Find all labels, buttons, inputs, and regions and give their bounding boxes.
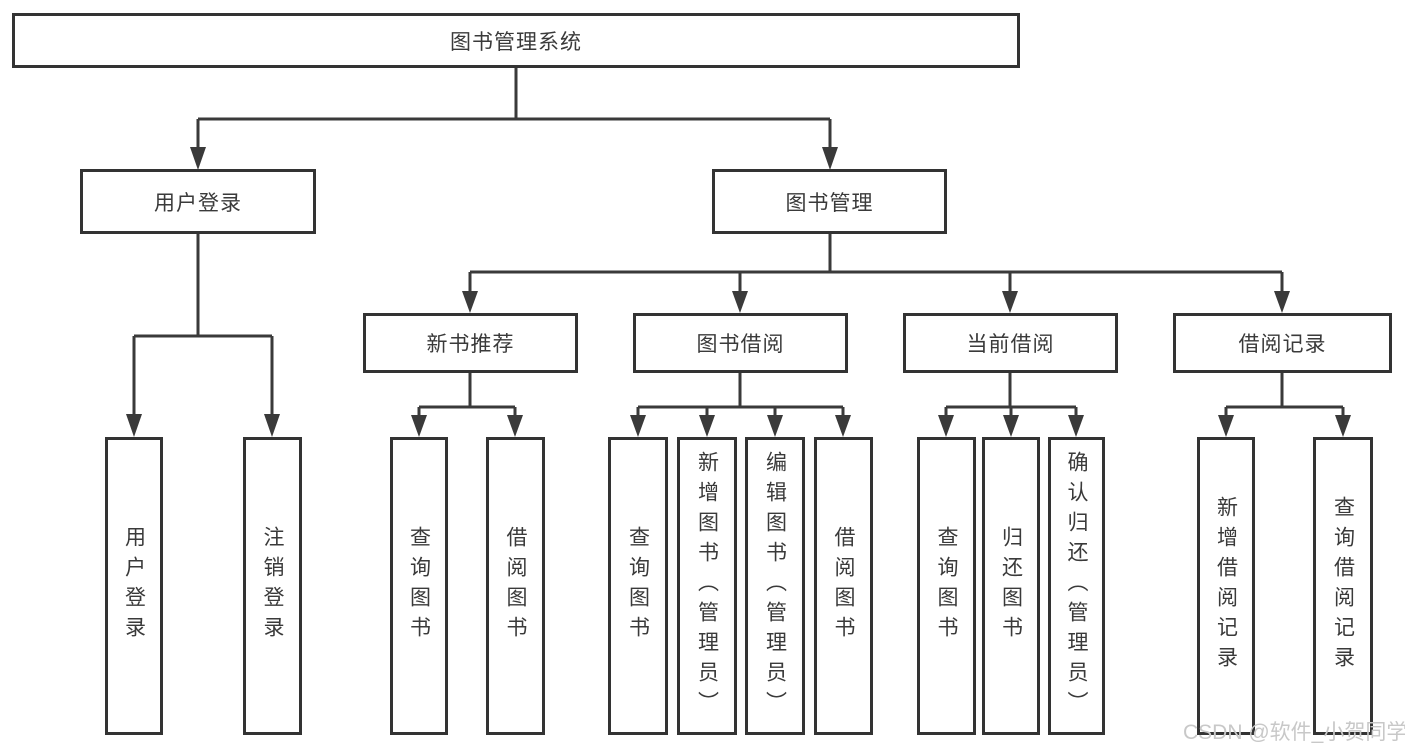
node-new-book-recommend: 新书推荐: [363, 313, 578, 373]
leaf-query-books-recommend: 查询图书: [390, 437, 448, 735]
leaf-query-books-borrow: 查询图书: [608, 437, 668, 735]
node-label: 图书管理: [785, 191, 874, 215]
node-label: 用户登录: [154, 191, 242, 215]
node-label: 查询图书: [626, 526, 650, 646]
connector-path: [132, 68, 1345, 417]
node-label: 确认归还（管理员）: [1065, 451, 1088, 721]
node-label: 归还图书: [999, 526, 1023, 646]
leaf-logout: 注销登录: [243, 437, 302, 735]
node-book-borrowing: 图书借阅: [633, 313, 848, 373]
node-label: 图书管理系统: [450, 30, 582, 54]
leaf-return-books: 归还图书: [982, 437, 1040, 735]
leaf-edit-books-admin: 编辑图书（管理员）: [745, 437, 805, 735]
leaf-query-books-current: 查询图书: [917, 437, 976, 735]
node-label: 借阅图书: [832, 526, 855, 646]
node-label: 编辑图书（管理员）: [763, 451, 787, 721]
node-label: 新书推荐: [426, 333, 515, 356]
leaf-add-books-admin: 新增图书（管理员）: [677, 437, 737, 735]
csdn-watermark: CSDN @软件_小贺同学: [1183, 721, 1405, 744]
leaf-confirm-return-admin: 确认归还（管理员）: [1048, 437, 1105, 735]
node-label: 注销登录: [261, 526, 284, 646]
node-label: 新增图书（管理员）: [695, 451, 719, 721]
node-label: 查询借阅记录: [1331, 496, 1355, 676]
leaf-query-borrow-record: 查询借阅记录: [1313, 437, 1373, 735]
arrowheads: [126, 147, 1351, 437]
node-book-management: 图书管理: [712, 169, 947, 234]
node-borrowing-records: 借阅记录: [1173, 313, 1392, 373]
node-label: 新增借阅记录: [1214, 496, 1238, 676]
node-label: 图书借阅: [696, 333, 785, 356]
leaf-borrow-books-recommend: 借阅图书: [486, 437, 545, 735]
node-library-system: 图书管理系统: [12, 13, 1020, 68]
node-label: 借阅记录: [1238, 333, 1327, 356]
leaf-user-login: 用户登录: [105, 437, 163, 735]
leaf-borrow-books: 借阅图书: [814, 437, 873, 735]
node-user-login: 用户登录: [80, 169, 316, 234]
node-label: 用户登录: [122, 526, 146, 646]
node-label: 查询图书: [407, 526, 431, 646]
node-label: 当前借阅: [966, 333, 1055, 356]
node-label: 借阅图书: [504, 526, 527, 646]
leaf-add-borrow-record: 新增借阅记录: [1197, 437, 1255, 735]
node-label: 查询图书: [935, 526, 958, 646]
node-current-borrowing: 当前借阅: [903, 313, 1118, 373]
